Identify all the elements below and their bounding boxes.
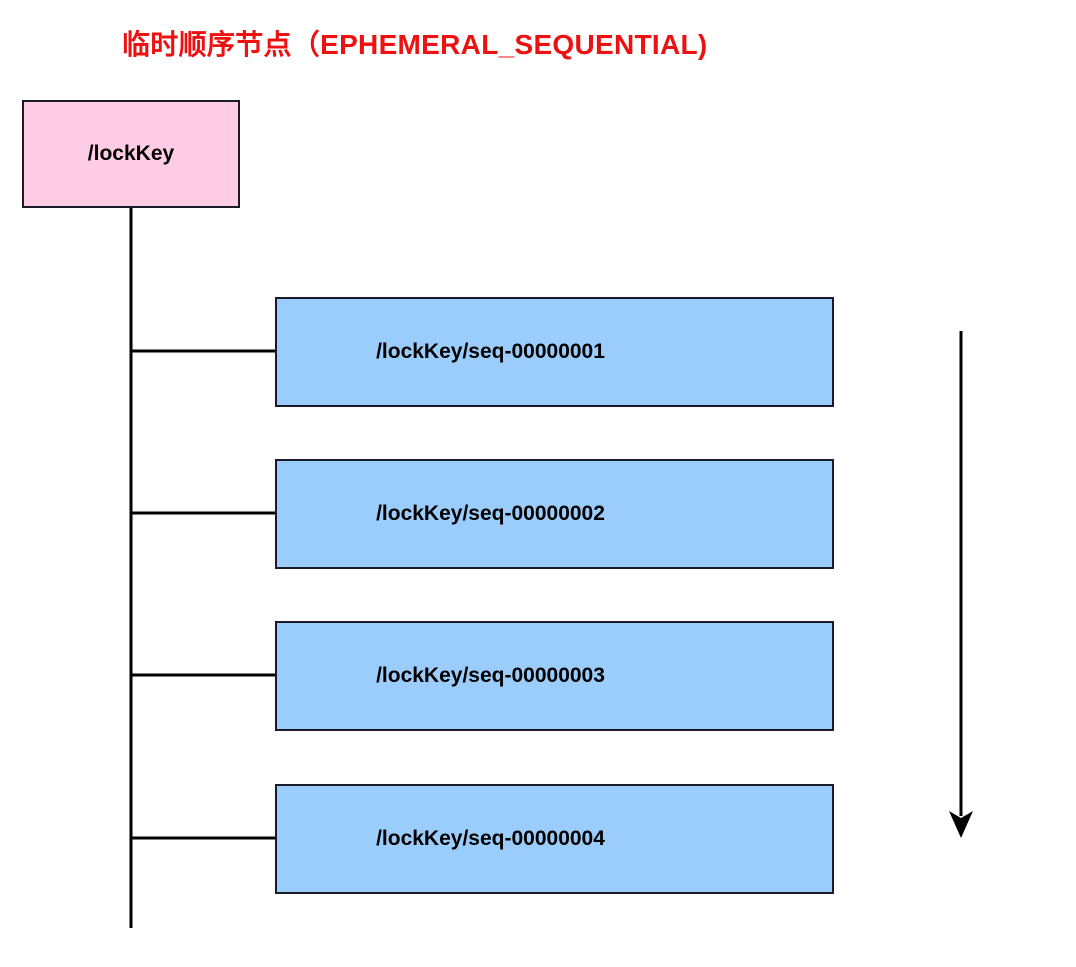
order-arrow-head <box>949 811 973 838</box>
node-child-label: /lockKey/seq-00000001 <box>376 340 605 363</box>
node-child-seq-1[interactable]: /lockKey/seq-00000001 <box>275 297 834 407</box>
node-child-seq-2[interactable]: /lockKey/seq-00000002 <box>275 459 834 569</box>
node-root-lockkey[interactable]: /lockKey <box>22 100 240 208</box>
node-child-seq-4[interactable]: /lockKey/seq-00000004 <box>275 784 834 894</box>
node-child-label: /lockKey/seq-00000004 <box>376 827 605 850</box>
node-child-label: /lockKey/seq-00000002 <box>376 502 605 525</box>
node-child-label: /lockKey/seq-00000003 <box>376 664 605 687</box>
node-child-seq-3[interactable]: /lockKey/seq-00000003 <box>275 621 834 731</box>
diagram-title: 临时顺序节点（EPHEMERAL_SEQUENTIAL) <box>122 29 708 60</box>
node-root-label: /lockKey <box>87 142 175 165</box>
